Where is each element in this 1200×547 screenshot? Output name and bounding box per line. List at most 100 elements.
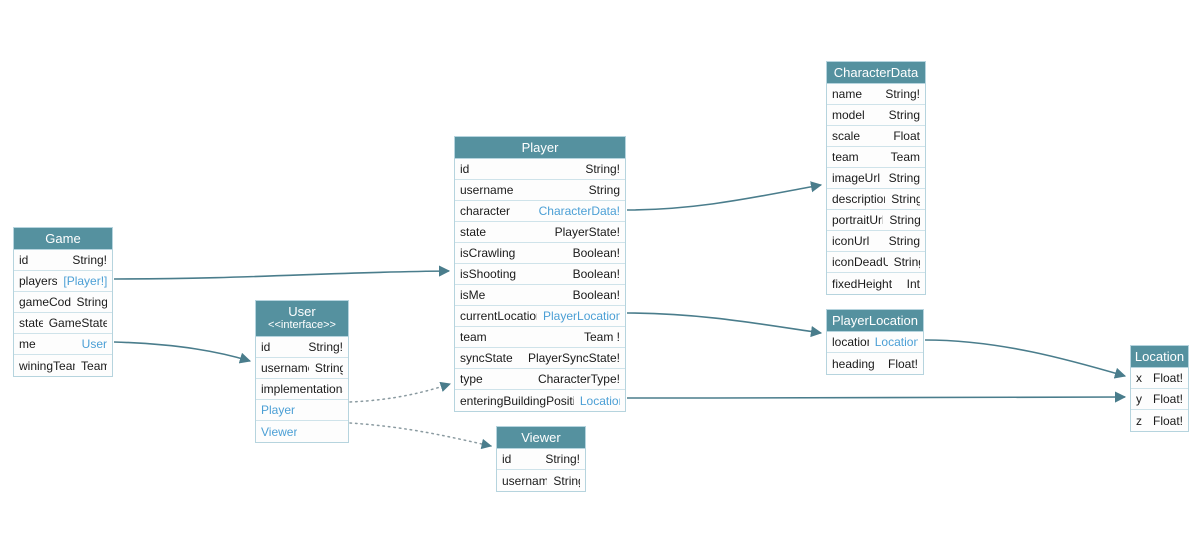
field-game-state[interactable]: state GameState!: [14, 313, 112, 334]
field-user-username[interactable]: username String: [256, 358, 348, 379]
entity-characterdata[interactable]: CharacterData name String! model String …: [826, 61, 926, 295]
field-player-iscrawling[interactable]: isCrawling Boolean!: [455, 243, 625, 264]
field-name: enteringBuildingPosition: [460, 393, 574, 408]
edge-game-players-to-player: [113, 265, 451, 280]
field-type[interactable]: Location!: [874, 335, 918, 349]
field-name: team: [460, 330, 487, 344]
field-name: x: [1136, 371, 1142, 385]
entity-game-title: Game: [14, 228, 112, 250]
field-characterdata-team[interactable]: team Team: [827, 147, 925, 168]
field-name: currentLocation: [460, 309, 537, 323]
field-type[interactable]: CharacterData!: [538, 204, 620, 218]
field-player-id[interactable]: id String!: [455, 159, 625, 180]
field-type[interactable]: [Player!]: [63, 274, 107, 288]
field-type: Boolean!: [572, 246, 620, 260]
field-player-currentlocation[interactable]: currentLocation PlayerLocation!: [455, 306, 625, 327]
field-user-id[interactable]: id String!: [256, 337, 348, 358]
field-location-z[interactable]: z Float!: [1131, 410, 1188, 431]
field-type: String!: [72, 253, 107, 267]
field-name: fixedHeight: [832, 276, 893, 291]
field-player-team[interactable]: team Team !: [455, 327, 625, 348]
field-name: model: [832, 108, 865, 122]
field-game-gamecode[interactable]: gameCode String!: [14, 292, 112, 313]
implementation-name[interactable]: Player: [261, 403, 296, 417]
entity-user-name: User: [288, 304, 316, 319]
field-name: iconDeadUrl: [832, 255, 888, 269]
field-location-x[interactable]: x Float!: [1131, 368, 1188, 389]
user-implementation-viewer[interactable]: Viewer: [256, 421, 348, 442]
field-player-isme[interactable]: isMe Boolean!: [455, 285, 625, 306]
field-playerlocation-location[interactable]: location Location!: [827, 332, 923, 353]
field-name: username: [502, 473, 548, 488]
field-characterdata-icondeadurl[interactable]: iconDeadUrl String: [827, 252, 925, 273]
field-characterdata-portraiturl[interactable]: portraitUrl String: [827, 210, 925, 231]
field-name: imageUrl: [832, 171, 881, 185]
field-characterdata-fixedheight[interactable]: fixedHeight Int: [827, 273, 925, 294]
field-type: Float: [893, 129, 920, 143]
field-game-me[interactable]: me User: [14, 334, 112, 355]
edge-playerlocation-location-to-location: [924, 339, 1127, 379]
field-characterdata-model[interactable]: model String: [827, 105, 925, 126]
field-type[interactable]: Location: [579, 393, 620, 408]
field-game-winingteam[interactable]: winingTeam Team: [14, 355, 112, 376]
user-implementation-player[interactable]: Player: [256, 400, 348, 421]
field-player-type[interactable]: type CharacterType!: [455, 369, 625, 390]
field-type: Team !: [583, 330, 620, 344]
field-location-y[interactable]: y Float!: [1131, 389, 1188, 410]
implementation-name[interactable]: Viewer: [261, 424, 298, 439]
field-player-syncstate[interactable]: syncState PlayerSyncState!: [455, 348, 625, 369]
entity-game[interactable]: Game id String! players [Player!] gameCo…: [13, 227, 113, 377]
field-player-isshooting[interactable]: isShooting Boolean!: [455, 264, 625, 285]
entity-player-title: Player: [455, 137, 625, 159]
entity-playerlocation[interactable]: PlayerLocation location Location! headin…: [826, 309, 924, 375]
field-characterdata-scale[interactable]: scale Float: [827, 126, 925, 147]
field-name: gameCode: [19, 295, 71, 309]
entity-user-stereotype: <<interface>>: [268, 319, 336, 331]
field-characterdata-description[interactable]: description String: [827, 189, 925, 210]
field-name: character: [460, 204, 511, 218]
entity-user[interactable]: User <<interface>> id String! username S…: [255, 300, 349, 443]
field-name: isCrawling: [460, 246, 516, 260]
field-player-character[interactable]: character CharacterData!: [455, 201, 625, 222]
field-player-username[interactable]: username String: [455, 180, 625, 201]
edge-player-character-to-characterdata: [626, 181, 823, 211]
field-type: Boolean!: [572, 288, 620, 302]
field-type: String!: [885, 87, 920, 101]
entity-player[interactable]: Player id String! username String charac…: [454, 136, 626, 412]
field-name: location: [832, 335, 869, 349]
entity-viewer[interactable]: Viewer id String! username String: [496, 426, 586, 492]
field-type: String: [891, 192, 920, 206]
field-viewer-username[interactable]: username String: [497, 470, 585, 491]
field-type: Team: [890, 150, 920, 164]
field-player-enteringbuildingposition[interactable]: enteringBuildingPosition Location: [455, 390, 625, 411]
field-type: String: [314, 361, 343, 375]
field-type[interactable]: User: [81, 337, 107, 351]
field-game-players[interactable]: players [Player!]: [14, 271, 112, 292]
field-game-id[interactable]: id String!: [14, 250, 112, 271]
entity-characterdata-title: CharacterData: [827, 62, 925, 84]
field-type: Float!: [887, 356, 918, 371]
field-name: players: [19, 274, 58, 288]
field-viewer-id[interactable]: id String!: [497, 449, 585, 470]
field-name: state: [460, 225, 487, 239]
field-name: winingTeam: [19, 358, 75, 373]
field-characterdata-imageurl[interactable]: imageUrl String: [827, 168, 925, 189]
implementations-label: implementations: [261, 382, 343, 396]
entity-location[interactable]: Location x Float! y Float! z Float!: [1130, 345, 1189, 432]
user-implementations-header: implementations: [256, 379, 348, 400]
field-type: String: [889, 213, 920, 227]
entity-viewer-title: Viewer: [497, 427, 585, 449]
field-type[interactable]: PlayerLocation!: [543, 309, 620, 323]
field-characterdata-name[interactable]: name String!: [827, 84, 925, 105]
field-player-state[interactable]: state PlayerState!: [455, 222, 625, 243]
field-name: syncState: [460, 351, 513, 365]
field-characterdata-iconurl[interactable]: iconUrl String: [827, 231, 925, 252]
field-type: GameState!: [48, 316, 107, 330]
field-name: state: [19, 316, 43, 330]
field-type: Float!: [1152, 371, 1183, 385]
field-type: String!: [585, 162, 620, 176]
field-name: me: [19, 337, 36, 351]
field-playerlocation-heading[interactable]: heading Float!: [827, 353, 923, 374]
field-type: String: [588, 183, 620, 197]
